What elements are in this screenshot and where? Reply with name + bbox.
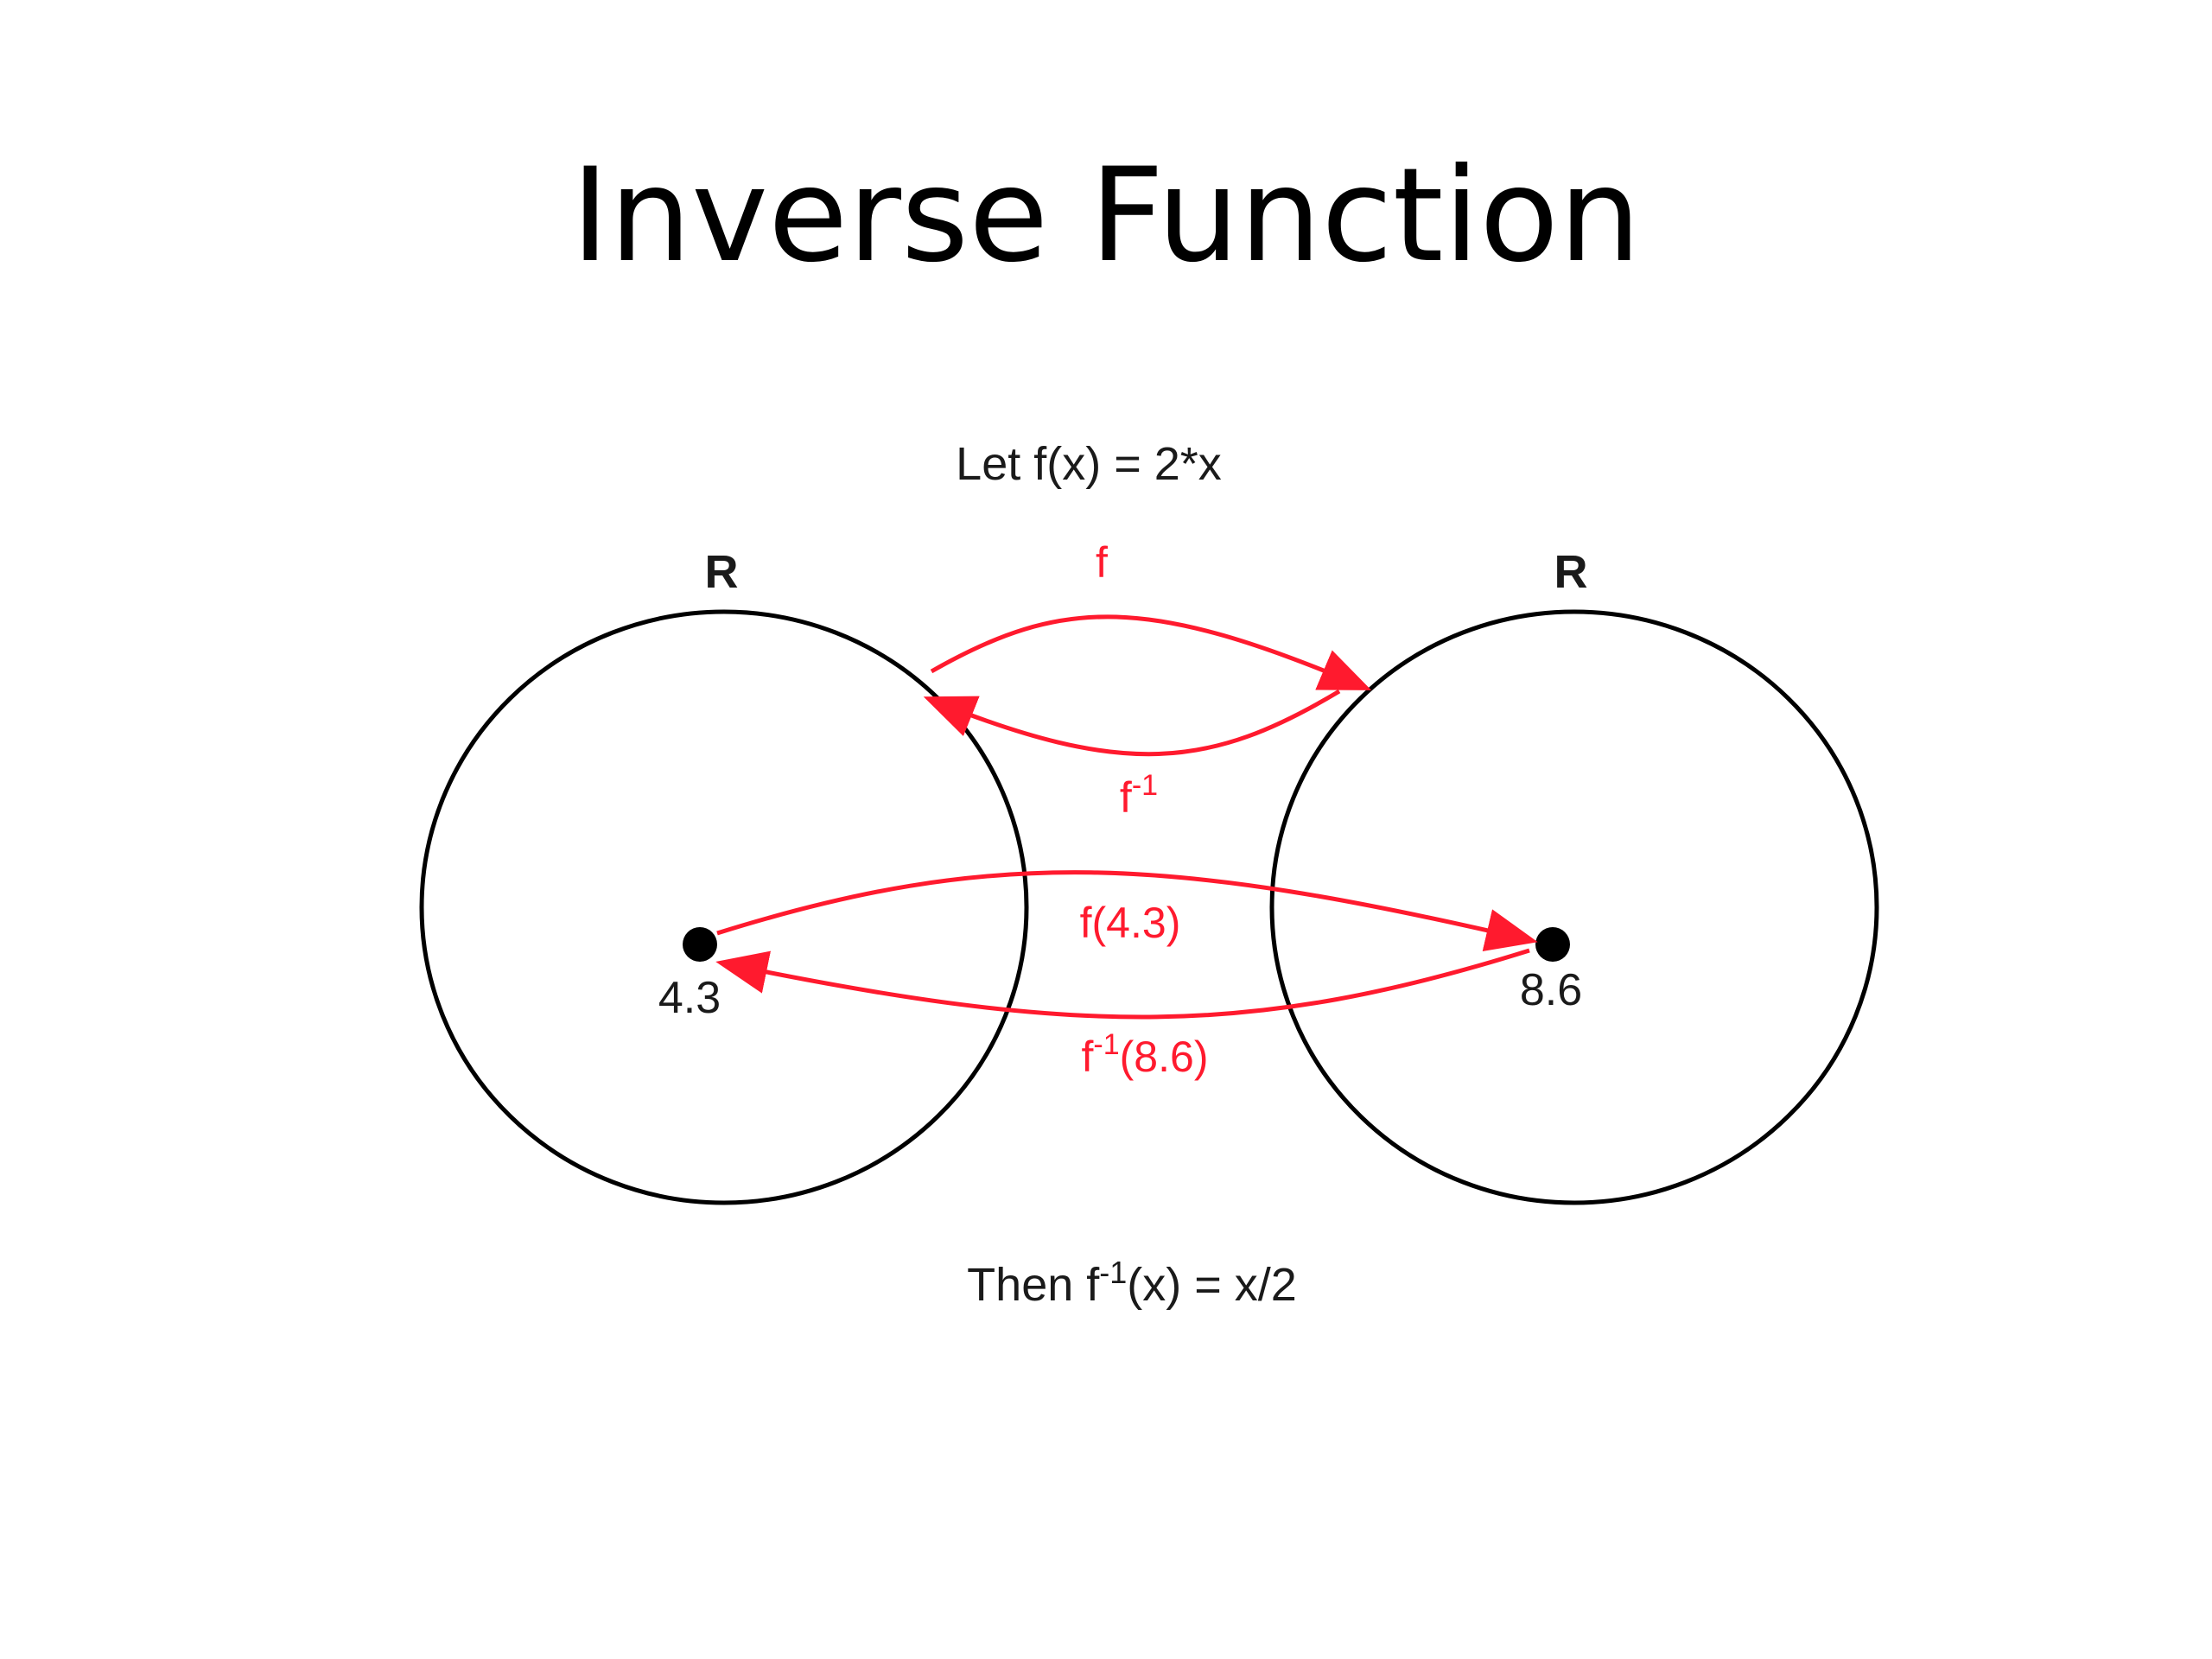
conclusion-sup: -1 — [1099, 1255, 1127, 1290]
function-definition: Let f(x) = 2*x — [956, 438, 1222, 490]
left-set-circle — [419, 609, 1029, 1205]
point-inverse-arg: (8.6) — [1120, 1033, 1209, 1081]
definition-prefix: Let — [956, 438, 1033, 490]
right-set-label: R — [1554, 546, 1588, 598]
inverse-mapping-label: f-1 — [1120, 769, 1158, 822]
point-forward-label: f(4.3) — [1080, 899, 1181, 947]
inverse-conclusion: Then f-1(x) = x/2 — [967, 1255, 1297, 1311]
forward-mapping-label: f — [1096, 538, 1108, 587]
left-point — [683, 927, 717, 962]
point-inverse-base: f — [1082, 1033, 1094, 1081]
right-point — [1535, 927, 1570, 962]
point-inverse-label: f-1(8.6) — [1082, 1028, 1209, 1081]
right-point-value: 8.6 — [1520, 965, 1582, 1015]
point-inverse-arrow — [715, 948, 1530, 1020]
conclusion-suffix: (x) = x/2 — [1127, 1259, 1297, 1311]
conclusion-prefix: Then f — [967, 1259, 1100, 1311]
definition-expression: f(x) = 2*x — [1033, 438, 1222, 490]
right-set-circle — [1269, 609, 1879, 1205]
inverse-mapping-base: f — [1120, 773, 1132, 822]
inverse-mapping-arrow — [923, 689, 1341, 757]
inverse-mapping-sup: -1 — [1132, 769, 1158, 802]
point-inverse-sup: -1 — [1093, 1028, 1119, 1061]
left-point-value: 4.3 — [658, 973, 721, 1023]
point-forward-arrow — [716, 870, 1538, 951]
left-set-label: R — [705, 546, 739, 598]
forward-mapping-arrow — [930, 614, 1372, 690]
slide-title: Inverse Function — [570, 141, 1642, 291]
